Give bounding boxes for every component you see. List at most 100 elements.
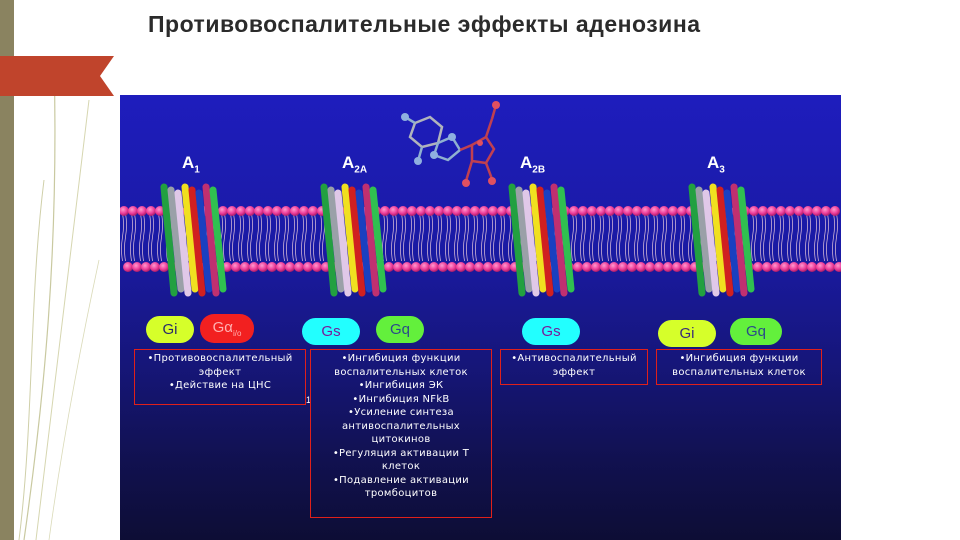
lipid-tail bbox=[292, 212, 295, 262]
lipid-tail bbox=[634, 212, 637, 262]
lipid-tail bbox=[580, 212, 583, 262]
lipid-tail bbox=[652, 212, 655, 262]
lipid-tail bbox=[502, 212, 505, 262]
lipid-head bbox=[245, 206, 255, 216]
receptor-label-a2b: A2B bbox=[520, 153, 546, 176]
lipid-tail bbox=[625, 212, 628, 262]
stray-mark: 1 bbox=[306, 395, 312, 405]
lipid-tail bbox=[490, 212, 493, 262]
lipid-head bbox=[596, 206, 606, 216]
lipid-head bbox=[681, 262, 691, 272]
receptor-diagram-panel: A1 A2A A2B A3 Gi Gαi/o Gs Gq Gs Gi Gq •П… bbox=[120, 95, 841, 540]
lipid-tail bbox=[571, 212, 574, 262]
lipid-head bbox=[578, 206, 588, 216]
lipid-tail bbox=[448, 212, 451, 262]
receptor-helix bbox=[709, 183, 727, 293]
receptor-helix bbox=[362, 183, 380, 297]
gprotein-a2a-gq: Gq bbox=[376, 316, 424, 343]
lipid-head bbox=[582, 262, 592, 272]
lipid-tail bbox=[763, 212, 766, 262]
lipid-head bbox=[267, 262, 277, 272]
lipid-tail bbox=[310, 212, 313, 262]
lipid-head bbox=[776, 206, 786, 216]
lipid-head bbox=[645, 262, 655, 272]
lipid-head bbox=[816, 262, 826, 272]
lipid-head bbox=[789, 262, 799, 272]
receptor-helix bbox=[188, 186, 206, 297]
lipid-head bbox=[141, 262, 151, 272]
receptor-helix bbox=[730, 183, 748, 297]
lipid-tail bbox=[508, 212, 511, 262]
lipid-head bbox=[825, 262, 835, 272]
receptor-helix bbox=[327, 186, 345, 293]
lipid-head bbox=[573, 262, 583, 272]
receptor-helix bbox=[508, 183, 526, 297]
lipid-head bbox=[758, 206, 768, 216]
lipid-head bbox=[240, 262, 250, 272]
lipid-head bbox=[308, 206, 318, 216]
lipid-tail bbox=[787, 212, 790, 262]
gprotein-a1-galpha: Gαi/o bbox=[200, 314, 254, 343]
lipid-tail bbox=[148, 212, 151, 262]
lipid-head bbox=[384, 262, 394, 272]
lipid-tail bbox=[394, 212, 397, 262]
lipid-head bbox=[798, 262, 808, 272]
adenosine-molecule-icon bbox=[404, 104, 498, 182]
lipid-tail bbox=[385, 212, 388, 262]
lipid-head bbox=[807, 262, 817, 272]
lipid-head bbox=[618, 262, 628, 272]
lipid-tail bbox=[799, 212, 802, 262]
lipid-tail bbox=[826, 212, 829, 262]
lipid-head bbox=[636, 262, 646, 272]
receptor-helix bbox=[536, 186, 554, 297]
lipid-head bbox=[290, 206, 300, 216]
lipid-tail bbox=[241, 212, 244, 262]
lipid-head bbox=[429, 262, 439, 272]
membrane-illustration bbox=[120, 101, 841, 297]
lipid-head bbox=[834, 262, 841, 272]
gprotein-a2a-gs: Gs bbox=[302, 318, 360, 345]
receptor-helix bbox=[355, 189, 373, 293]
lipid-head bbox=[614, 206, 624, 216]
lipid-head bbox=[146, 206, 156, 216]
lipid-head bbox=[771, 262, 781, 272]
lipid-tail bbox=[778, 212, 781, 262]
lipid-head bbox=[434, 206, 444, 216]
lipid-tail bbox=[619, 212, 622, 262]
receptor-helix bbox=[209, 186, 227, 293]
lipid-head bbox=[780, 262, 790, 272]
lipid-tail bbox=[610, 212, 613, 262]
lipid-tail bbox=[682, 212, 685, 262]
lipid-tail bbox=[130, 212, 133, 262]
lipid-head bbox=[150, 262, 160, 272]
lipid-head bbox=[492, 262, 502, 272]
lipid-head bbox=[794, 206, 804, 216]
lipid-head bbox=[411, 262, 421, 272]
lipid-tail bbox=[223, 212, 226, 262]
lipid-head bbox=[663, 262, 673, 272]
receptor-label-a2a: A2A bbox=[342, 153, 368, 176]
receptor-helix bbox=[716, 186, 734, 297]
lipid-tail bbox=[232, 212, 235, 262]
lipid-head bbox=[276, 262, 286, 272]
lipid-tail bbox=[754, 212, 757, 262]
receptor-helix-bundles bbox=[160, 183, 755, 297]
lipid-tail bbox=[457, 212, 460, 262]
lipid-head bbox=[767, 206, 777, 216]
lipid-tail bbox=[124, 212, 127, 262]
lipid-head bbox=[461, 206, 471, 216]
lipid-tail bbox=[286, 212, 289, 262]
lipid-head bbox=[231, 262, 241, 272]
gprotein-a1-gi: Gi bbox=[146, 316, 194, 343]
lipid-tail bbox=[319, 212, 322, 262]
lipid-head bbox=[749, 206, 759, 216]
lipid-head bbox=[785, 206, 795, 216]
lipid-tail bbox=[598, 212, 601, 262]
lipid-tail bbox=[427, 212, 430, 262]
lipid-tail bbox=[688, 212, 691, 262]
lipid-head bbox=[654, 262, 664, 272]
lipid-head bbox=[456, 262, 466, 272]
lipid-head bbox=[483, 262, 493, 272]
receptor-helix bbox=[702, 189, 720, 297]
